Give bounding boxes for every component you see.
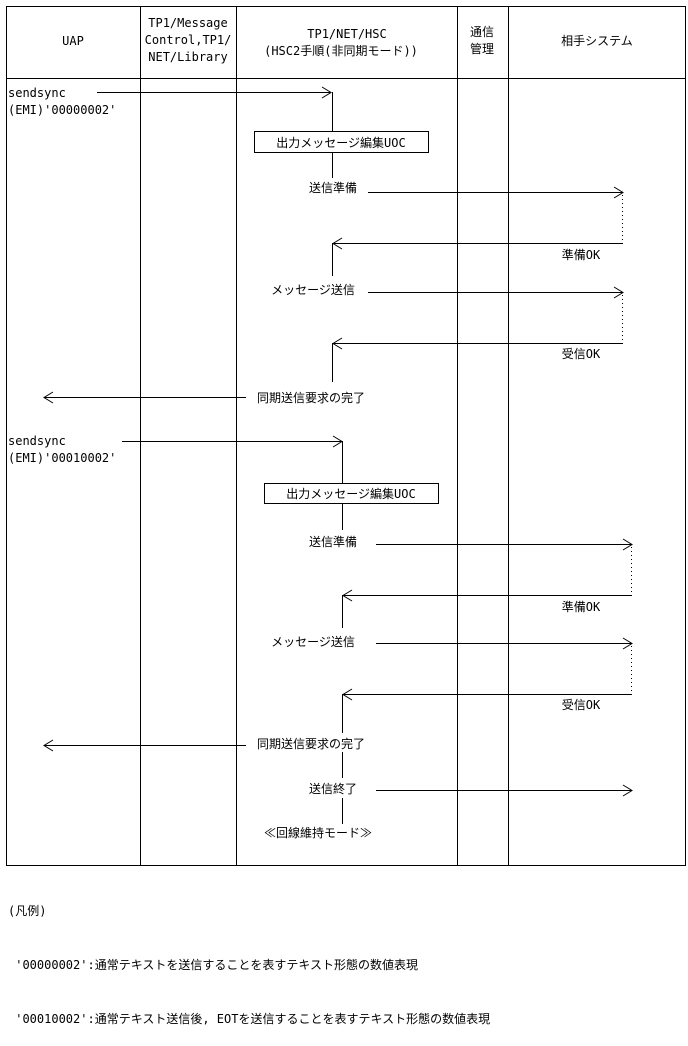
- arrowhead: [43, 739, 54, 752]
- sendsync-label: sendsync: [8, 86, 66, 100]
- arrowhead: [321, 86, 332, 99]
- uoc-box: [264, 483, 439, 504]
- sendsync-label: sendsync: [8, 434, 66, 448]
- message-send-label: メッセージ送信: [271, 282, 355, 297]
- receive-ok-label: 受信OK: [562, 347, 601, 361]
- message-send-label: メッセージ送信: [271, 634, 355, 649]
- legend-title: (凡例): [8, 904, 47, 918]
- legend-line-2: '00010002':通常テキスト送信後, EOTを送信することを表すテキスト形…: [8, 1012, 491, 1026]
- arrowhead: [622, 538, 633, 551]
- arrowhead: [622, 784, 633, 797]
- arrowhead: [613, 186, 624, 199]
- complete-label: 同期送信要求の完了: [257, 736, 365, 751]
- arrowhead: [613, 286, 624, 299]
- sequence-diagram: UAP TP1/Message Control,TP1/ NET/Library…: [6, 6, 686, 866]
- send-end-label: 送信終了: [309, 781, 357, 796]
- column-header-uap: UAP: [62, 34, 84, 48]
- uoc-label: 出力メッセージ編集UOC: [286, 486, 415, 501]
- legend: (凡例) '00000002':通常テキストを送信することを表すテキスト形態の数…: [8, 866, 490, 1046]
- uoc-label: 出力メッセージ編集UOC: [276, 135, 405, 150]
- column-header-tp1-mcf-line3: NET/Library: [148, 50, 227, 64]
- emi-label: (EMI)'00010002': [8, 451, 116, 465]
- sequence-1: sendsync (EMI)'00000002' 出力メッセージ編集UOC 送信…: [8, 86, 624, 405]
- arrowhead: [43, 391, 54, 404]
- complete-label: 同期送信要求の完了: [257, 390, 365, 405]
- prepare-ok-label: 準備OK: [562, 599, 601, 614]
- arrowhead: [622, 637, 633, 650]
- prepare-ok-label: 準備OK: [562, 247, 601, 262]
- prepare-label: 送信準備: [309, 180, 357, 195]
- legend-line-1: '00000002':通常テキストを送信することを表すテキスト形態の数値表現: [8, 958, 418, 972]
- line-keep-mode-label: ≪回線維持モード≫: [264, 825, 372, 840]
- diagram-frame: [6, 6, 686, 866]
- prepare-label: 送信準備: [309, 534, 357, 549]
- column-header-tp1-mcf-line1: TP1/Message: [148, 16, 227, 30]
- uoc-box: [254, 131, 429, 153]
- column-header-tp1-net-line1: TP1/NET/HSC: [307, 27, 386, 41]
- column-header-remote: 相手システム: [561, 34, 633, 48]
- column-header-tp1-net-line2: (HSC2手順(非同期モード)): [264, 44, 418, 58]
- column-header-comm-line1: 通信: [470, 25, 494, 39]
- emi-label: (EMI)'00000002': [8, 103, 116, 117]
- receive-ok-label: 受信OK: [562, 698, 601, 712]
- column-header-tp1-mcf-line2: Control,TP1/: [145, 33, 232, 47]
- sequence-2: sendsync (EMI)'00010002' 出力メッセージ編集UOC 送信…: [8, 434, 633, 840]
- column-header-comm-line2: 管理: [470, 41, 494, 56]
